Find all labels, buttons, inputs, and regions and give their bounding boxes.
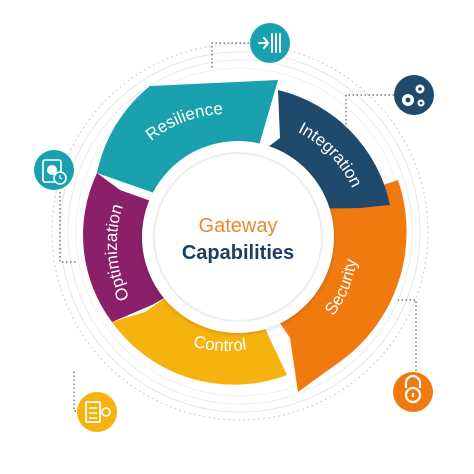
resilience-segment[interactable]	[97, 80, 278, 205]
pie-chart-clock-icon[interactable]	[34, 150, 74, 190]
lock-icon[interactable]	[393, 372, 433, 412]
connector-lines	[59, 42, 417, 412]
center-title-line1: Gateway	[199, 215, 278, 237]
control-label: Control	[192, 332, 248, 355]
center-title-line2: Capabilities	[182, 242, 294, 264]
forward-arrow-icon[interactable]	[250, 23, 290, 63]
gears-icon[interactable]	[394, 75, 434, 115]
server-gear-icon[interactable]	[77, 392, 117, 432]
security-segment[interactable]	[268, 180, 407, 392]
center-hub: Gateway Capabilities	[142, 141, 334, 333]
